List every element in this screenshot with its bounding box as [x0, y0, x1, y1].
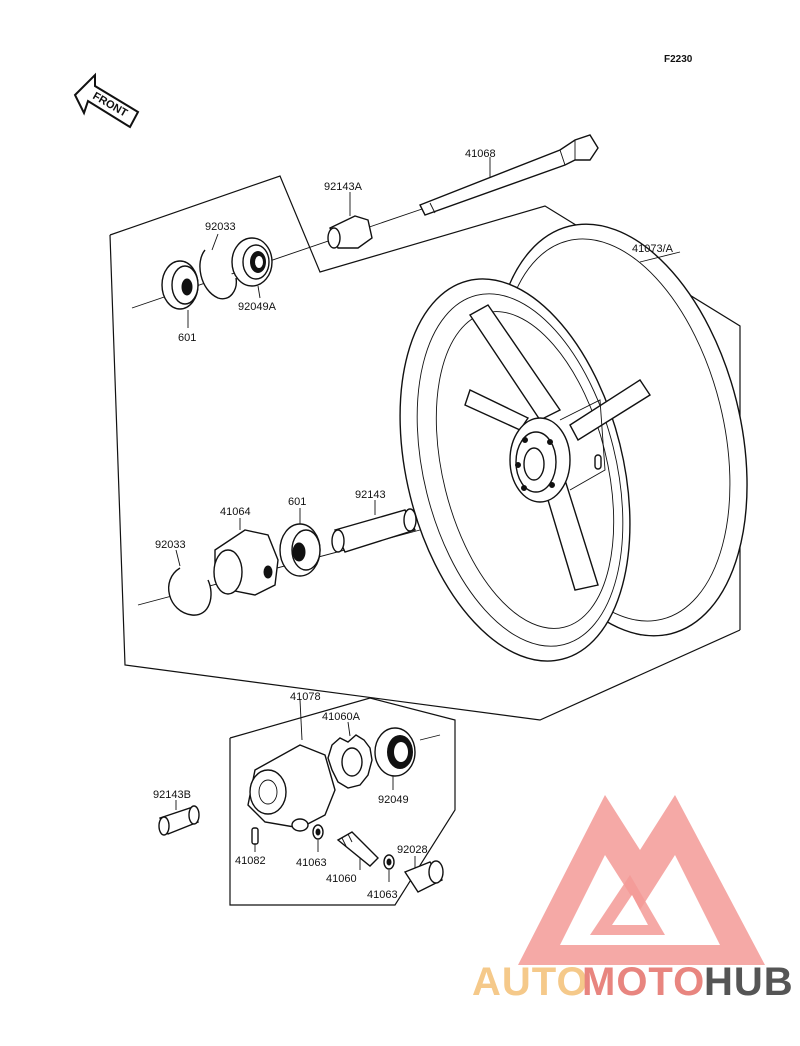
- circlip-lower: [168, 549, 212, 616]
- label-circlip-upper: 92033: [205, 221, 236, 233]
- label-bearing-upper: 601: [178, 332, 196, 344]
- label-bushing: 92028: [397, 844, 428, 856]
- coupling: [213, 518, 279, 596]
- axle: [419, 134, 599, 216]
- label-bearing-lower: 601: [288, 496, 306, 508]
- label-speedometer-gear-housing: 41078: [290, 691, 321, 703]
- label-seal-upper: 92049A: [238, 301, 277, 313]
- seal-lower: [374, 727, 416, 790]
- label-pin: 41082: [235, 855, 266, 867]
- label-collar-small: 92143B: [153, 789, 191, 801]
- washer-a: [312, 824, 324, 852]
- front-arrow-icon: FRONT: [73, 72, 140, 129]
- pin: [251, 827, 259, 852]
- label-coupling: 41064: [220, 506, 251, 518]
- label-washer-b: 41063: [367, 889, 398, 901]
- label-collar-upper: 92143A: [324, 181, 363, 193]
- label-pinion: 41060: [326, 873, 357, 885]
- axis-line-speedo: [419, 734, 441, 741]
- speedometer-gear-housing: [247, 699, 336, 832]
- watermark-moto: MOTO: [582, 960, 705, 1004]
- washer-b: [383, 854, 395, 882]
- wheel: [399, 223, 748, 662]
- diagram-code: F2230: [664, 54, 693, 65]
- bearing-lower: [279, 508, 321, 577]
- seal-upper: [231, 237, 273, 299]
- label-collar-lower: 92143: [355, 489, 386, 501]
- pinion: [336, 831, 379, 870]
- collar-lower: [331, 500, 417, 553]
- upper-frame-outline: [109, 175, 741, 630]
- label-drive-gear: 41060A: [322, 711, 361, 723]
- circlip-upper: [199, 233, 237, 300]
- label-seal-lower: 92049: [378, 794, 409, 806]
- label-circlip-lower: 92033: [155, 539, 186, 551]
- lower-frame-outline: [109, 234, 741, 721]
- label-wheel: 41073/A: [632, 243, 674, 255]
- bushing: [403, 856, 444, 893]
- label-washer-a: 41063: [296, 857, 327, 869]
- drive-gear: [327, 721, 373, 789]
- watermark-auto: AUTO: [472, 960, 589, 1004]
- collar-small: [158, 800, 200, 836]
- automotohub-logo: [518, 795, 765, 965]
- speedometer-group-outline: [229, 697, 456, 906]
- label-axle: 41068: [465, 148, 496, 160]
- bearing-upper: [161, 260, 199, 328]
- collar-upper: [327, 192, 373, 249]
- watermark-hub: HUB: [704, 960, 794, 1004]
